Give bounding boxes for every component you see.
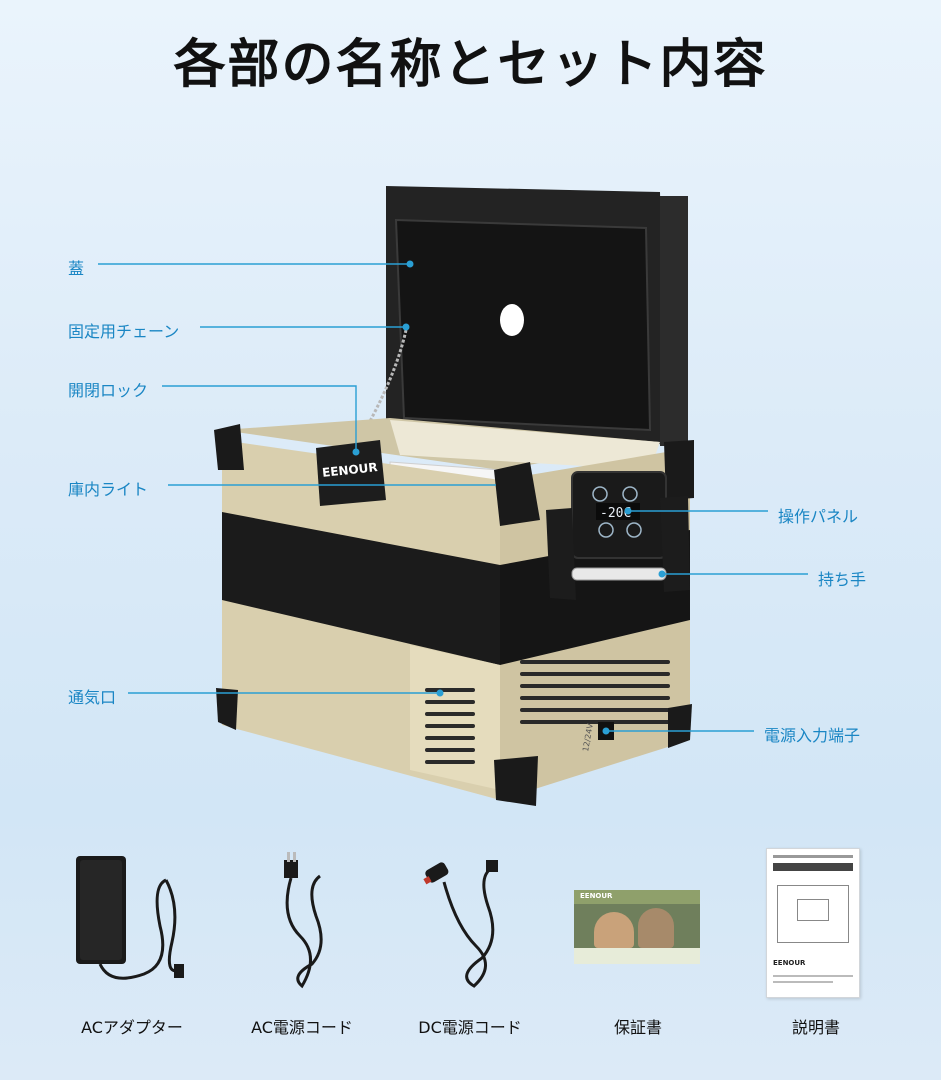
page-title: 各部の名称とセット内容 (173, 35, 768, 95)
label-dc-cord: DC電源コード (418, 1018, 522, 1037)
lock (316, 440, 386, 506)
label-ac-adapter: ACアダプター (81, 1018, 183, 1037)
panel-display: -20C (600, 506, 631, 521)
label-light: 庫内ライト (68, 480, 149, 499)
label-lid: 蓋 (68, 259, 85, 278)
manual-booklet: EENOUR (766, 848, 860, 998)
vent-slots-left (425, 688, 475, 764)
control-panel (571, 471, 667, 559)
dc-cord-icon (423, 860, 498, 988)
lid-vent-hole (500, 304, 524, 336)
label-vent: 通気口 (68, 688, 117, 707)
warranty-brand: EENOUR (580, 892, 613, 900)
ac-cord-icon (284, 852, 323, 989)
handle (546, 496, 690, 600)
label-chain: 固定用チェーン (68, 322, 180, 341)
label-warranty: 保証書 (613, 1018, 662, 1037)
ac-adapter-icon (76, 856, 184, 980)
warranty-card: EENOUR (574, 890, 700, 964)
label-lock: 開閉ロック (68, 381, 149, 400)
label-manual: 説明書 (791, 1018, 840, 1037)
manual-brand: EENOUR (773, 959, 806, 967)
label-power-port: 電源入力端子 (764, 726, 861, 745)
label-ac-cord: AC電源コード (251, 1018, 353, 1037)
vent-slots-right (520, 660, 670, 724)
label-control-panel: 操作パネル (778, 507, 859, 526)
lid (386, 186, 688, 450)
label-handle: 持ち手 (818, 570, 867, 589)
lock-brand-text: EENOUR (321, 460, 378, 480)
